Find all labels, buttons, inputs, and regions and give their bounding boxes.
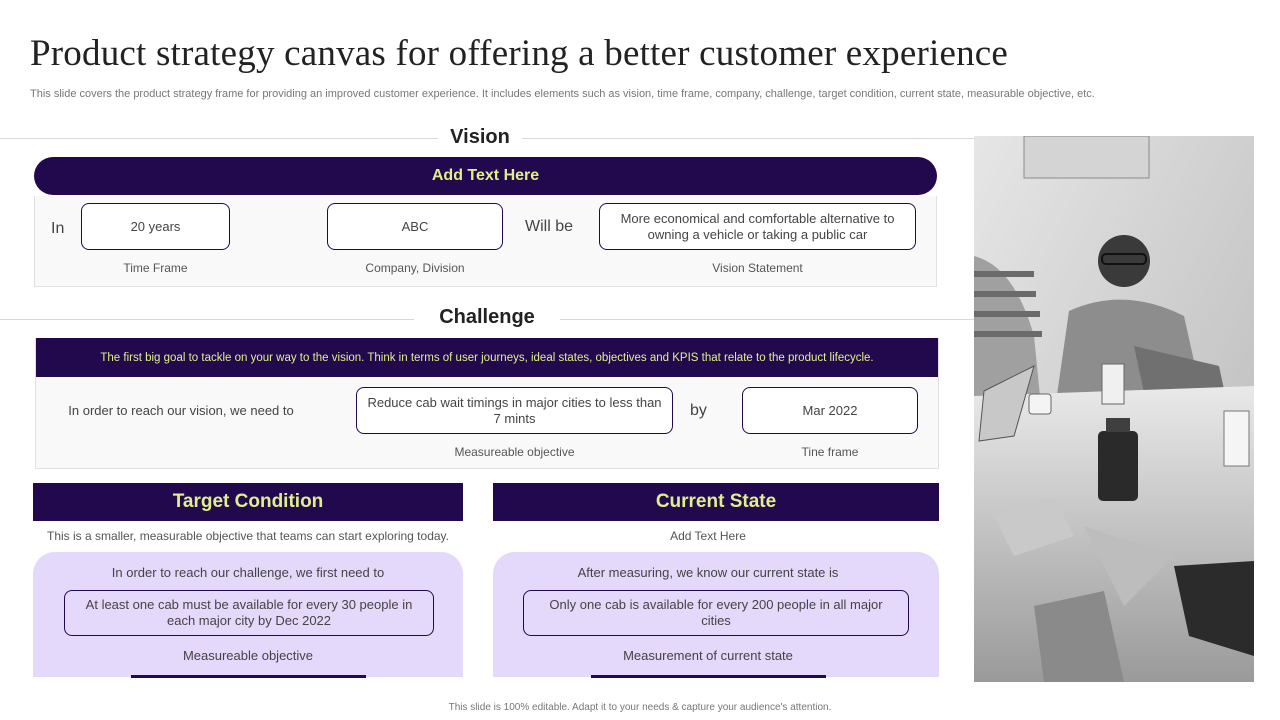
current-state-strip <box>591 675 826 678</box>
challenge-bar: The first big goal to tackle on your way… <box>36 338 938 377</box>
vision-will-be-word: Will be <box>525 218 574 235</box>
vision-heading: Vision <box>438 126 522 149</box>
challenge-by-word: by <box>690 402 707 419</box>
target-condition-lead: In order to reach our challenge, we firs… <box>111 565 385 580</box>
target-condition-box: At least one cab must be available for e… <box>64 590 434 636</box>
vision-in-word: In <box>51 220 65 237</box>
target-condition-label: Measureable objective <box>182 648 314 663</box>
current-state-label: Measurement of current state <box>623 648 793 663</box>
page-title: Product strategy canvas for offering a b… <box>30 33 1009 74</box>
current-state-header: Current State <box>493 483 939 521</box>
page-subtitle: This slide covers the product strategy f… <box>30 88 1095 100</box>
company-label: Company, Division <box>365 261 465 275</box>
challenge-heading: Challenge <box>414 306 560 329</box>
target-condition-header: Target Condition <box>33 483 463 521</box>
challenge-timeframe-label: Tine frame <box>801 445 859 459</box>
vision-bar: Add Text Here <box>34 157 937 195</box>
objective-label: Measureable objective <box>454 445 575 459</box>
target-condition-card <box>33 552 463 677</box>
current-state-lead: After measuring, we know our current sta… <box>577 565 839 580</box>
footer-note: This slide is 100% editable. Adapt it to… <box>448 702 832 713</box>
vision-statement-label: Vision Statement <box>712 261 803 275</box>
time-frame-box: 20 years <box>81 203 230 250</box>
challenge-timeframe-box: Mar 2022 <box>742 387 918 434</box>
target-condition-description: This is a smaller, measurable objective … <box>47 529 449 543</box>
vision-statement-box: More economical and comfortable alternat… <box>599 203 916 250</box>
company-box: ABC <box>327 203 503 250</box>
meeting-photo <box>974 136 1254 682</box>
current-state-description: Add Text Here <box>670 529 746 543</box>
objective-box: Reduce cab wait timings in major cities … <box>356 387 673 434</box>
time-frame-label: Time Frame <box>123 261 188 275</box>
current-state-box: Only one cab is available for every 200 … <box>523 590 909 636</box>
current-state-card <box>493 552 939 677</box>
target-condition-strip <box>131 675 366 678</box>
challenge-lead-text: In order to reach our vision, we need to <box>68 403 294 418</box>
